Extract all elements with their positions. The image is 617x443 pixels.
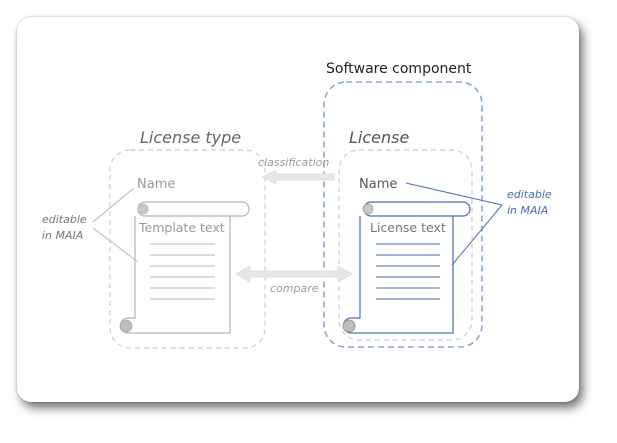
classification-arrow: [261, 169, 335, 185]
compare-label: compare: [270, 282, 319, 295]
template-text-label: Template text: [138, 220, 225, 235]
license-text-label: License text: [370, 220, 446, 235]
classification-label: classification: [258, 156, 329, 169]
license-title: License: [349, 128, 409, 147]
compare-arrow: [235, 265, 353, 283]
license-type-title: License type: [140, 128, 241, 147]
software-component-label: Software component: [326, 61, 472, 77]
right-annotation-lines: [405, 182, 503, 266]
license-type-name-label: Name: [137, 177, 175, 192]
license-name-label: Name: [359, 177, 397, 192]
diagram-card: [17, 17, 579, 402]
left-annotation-line2: in MAIA: [42, 229, 83, 242]
license-box: [338, 149, 473, 341]
license-text-scroll: [342, 201, 471, 334]
right-annotation-line2: in MAIA: [507, 204, 548, 217]
left-annotation-line1: editable: [42, 213, 87, 226]
software-component-box: [323, 81, 483, 348]
template-text-scroll: [119, 201, 250, 334]
left-annotation-lines: [92, 187, 139, 263]
right-annotation-line1: editable: [507, 188, 552, 201]
license-type-box: [109, 149, 266, 349]
